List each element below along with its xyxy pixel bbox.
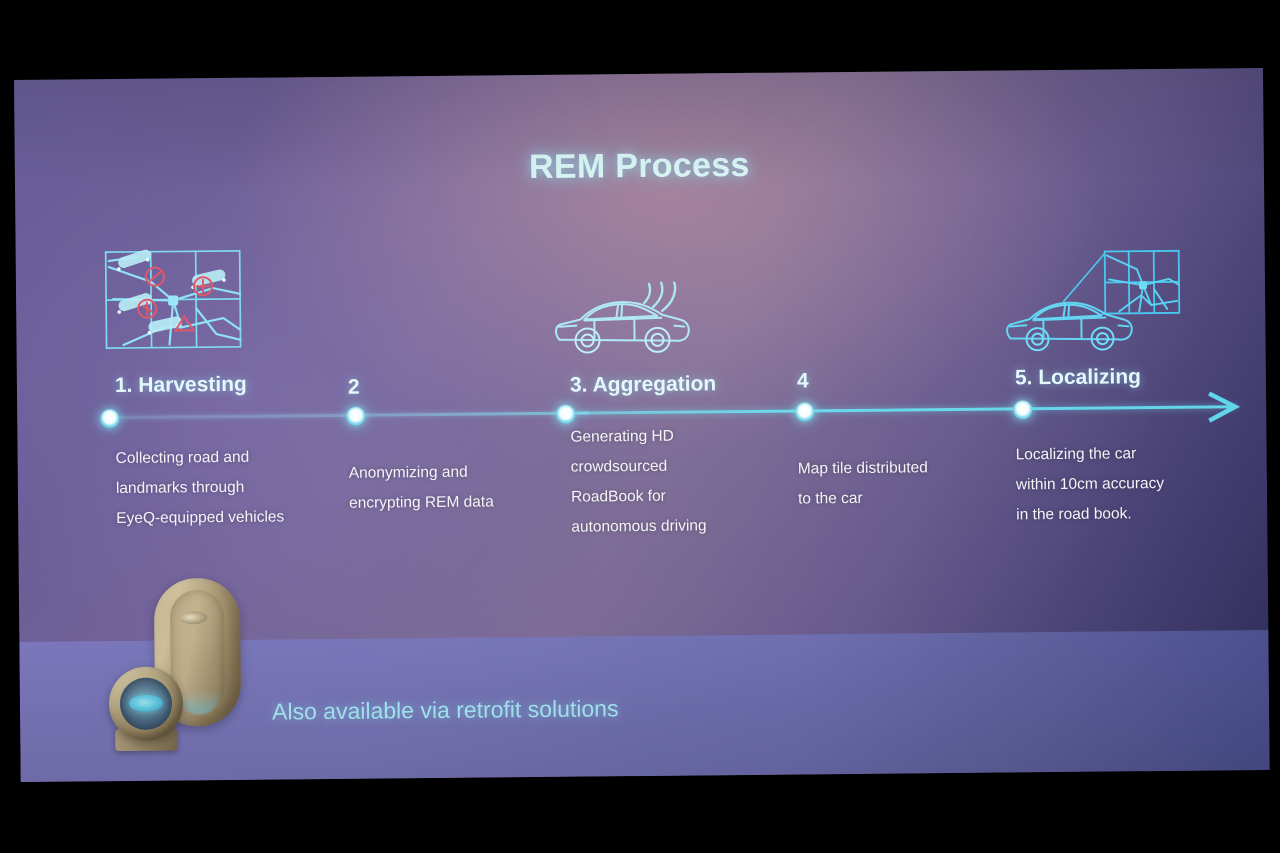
step-3-description: Generating HD crowdsourced RoadBook for … [570, 421, 706, 542]
step-5-desc-line-1: Localizing the car [1015, 445, 1137, 464]
step-5-desc-line-3: in the road book. [1016, 505, 1132, 524]
timeline-arrowhead-icon [1208, 391, 1241, 423]
retrofit-note: Also available via retrofit solutions [271, 695, 619, 725]
step-3-desc-line-4: autonomous driving [571, 517, 707, 536]
step-5-desc-line-2: within 10cm accuracy [1015, 474, 1165, 494]
presentation-slide: REM Process [14, 68, 1270, 782]
step-5-label: 5. Localizing [1014, 365, 1142, 390]
timeline-line-left [109, 411, 590, 420]
device-bottom-glow [176, 690, 222, 715]
step-1-description: Collecting road and landmarks through Ey… [115, 442, 285, 534]
car-with-wifi-icon [546, 280, 697, 362]
step-3-desc-line-3: RoadBook for [570, 487, 666, 506]
step-4-desc-line-2: to the car [797, 489, 863, 508]
step-1-label: 1. Harvesting [114, 372, 247, 398]
step-2-desc-line-2: encrypting REM data [348, 493, 494, 512]
step-1-desc-line-3: EyeQ-equipped vehicles [116, 508, 285, 528]
timeline-line-right [577, 405, 1238, 415]
timeline-node-5[interactable] [1013, 400, 1033, 420]
timeline-node-3[interactable] [556, 404, 576, 424]
retrofit-device-image [104, 577, 266, 755]
step-1-desc-line-2: landmarks through [115, 478, 245, 498]
step-3-desc-line-1: Generating HD [570, 427, 674, 446]
car-with-map-tile-icon [1001, 249, 1182, 361]
step-2-desc-line-1: Anonymizing and [348, 463, 468, 482]
step-4-description: Map tile distributed to the car [798, 453, 929, 514]
device-camera-lens-ring [119, 677, 173, 731]
step-4-desc-line-1: Map tile distributed [797, 459, 928, 478]
step-1-desc-line-1: Collecting road and [115, 448, 250, 468]
step-3-desc-line-2: crowdsourced [570, 457, 668, 476]
page-title: REM Process [528, 145, 750, 187]
step-2-description: Anonymizing and encrypting REM data [349, 457, 494, 518]
map-tile-with-cars-icon [103, 248, 244, 357]
device-camera-logo [128, 694, 164, 712]
step-4-label: 4 [796, 369, 809, 393]
step-3-label: 3. Aggregation [569, 372, 717, 397]
timeline-node-1[interactable] [100, 409, 120, 429]
timeline-node-2[interactable] [346, 406, 366, 426]
step-5-description: Localizing the car within 10cm accuracy … [1016, 439, 1165, 530]
timeline-node-4[interactable] [795, 402, 815, 422]
step-2-label: 2 [347, 375, 360, 399]
device-camera-unit [108, 666, 184, 742]
